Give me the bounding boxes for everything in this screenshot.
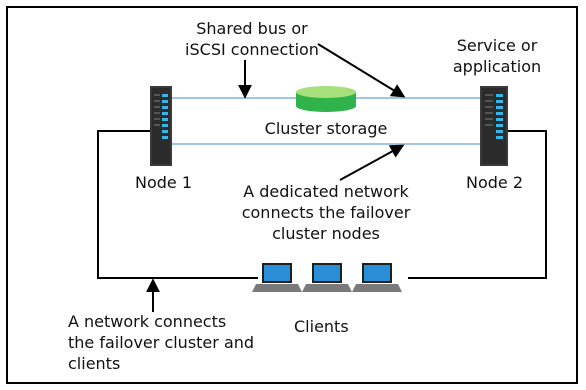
- shared-bus-label-line1: Shared bus or: [196, 19, 308, 38]
- clients-label: Clients: [294, 317, 349, 336]
- dedicated-network-label-line2: connects the failover: [241, 203, 411, 222]
- shared-bus-label: Shared bus or iSCSI connection: [162, 18, 342, 60]
- client-network-label: A network connects the failover cluster …: [68, 311, 254, 374]
- dedicated-network-arrow: [339, 144, 405, 181]
- node1-label: Node 1: [135, 173, 193, 192]
- service-label-line2: application: [452, 57, 542, 76]
- diagram-frame: [6, 6, 578, 384]
- node2-server-icon: [480, 86, 508, 166]
- client-network-label-line3: clients: [68, 354, 121, 373]
- dedicated-network-label-line1: A dedicated network: [243, 182, 409, 201]
- service-label: Service or application: [432, 35, 562, 77]
- dedicated-network-label: A dedicated network connects the failove…: [226, 181, 426, 244]
- client-laptop-icon-1: [252, 263, 302, 292]
- client-network-label-line1: A network connects: [68, 312, 227, 331]
- service-label-line1: Service or: [456, 36, 538, 55]
- cluster-storage-label: Cluster storage: [264, 119, 388, 138]
- shared-bus-label-line2: iSCSI connection: [185, 40, 319, 59]
- node2-label: Node 2: [466, 173, 524, 192]
- storage-disk-icon: [296, 86, 356, 112]
- node1-server-icon: [150, 86, 172, 166]
- shared-bus-arrow-2: [317, 43, 406, 98]
- client-network-loop: [97, 130, 547, 279]
- client-laptop-icon-2: [302, 263, 352, 292]
- client-laptop-icon-3: [352, 263, 402, 292]
- dedicated-network-label-line3: cluster nodes: [272, 224, 380, 243]
- client-network-label-line2: the failover cluster and: [68, 333, 255, 352]
